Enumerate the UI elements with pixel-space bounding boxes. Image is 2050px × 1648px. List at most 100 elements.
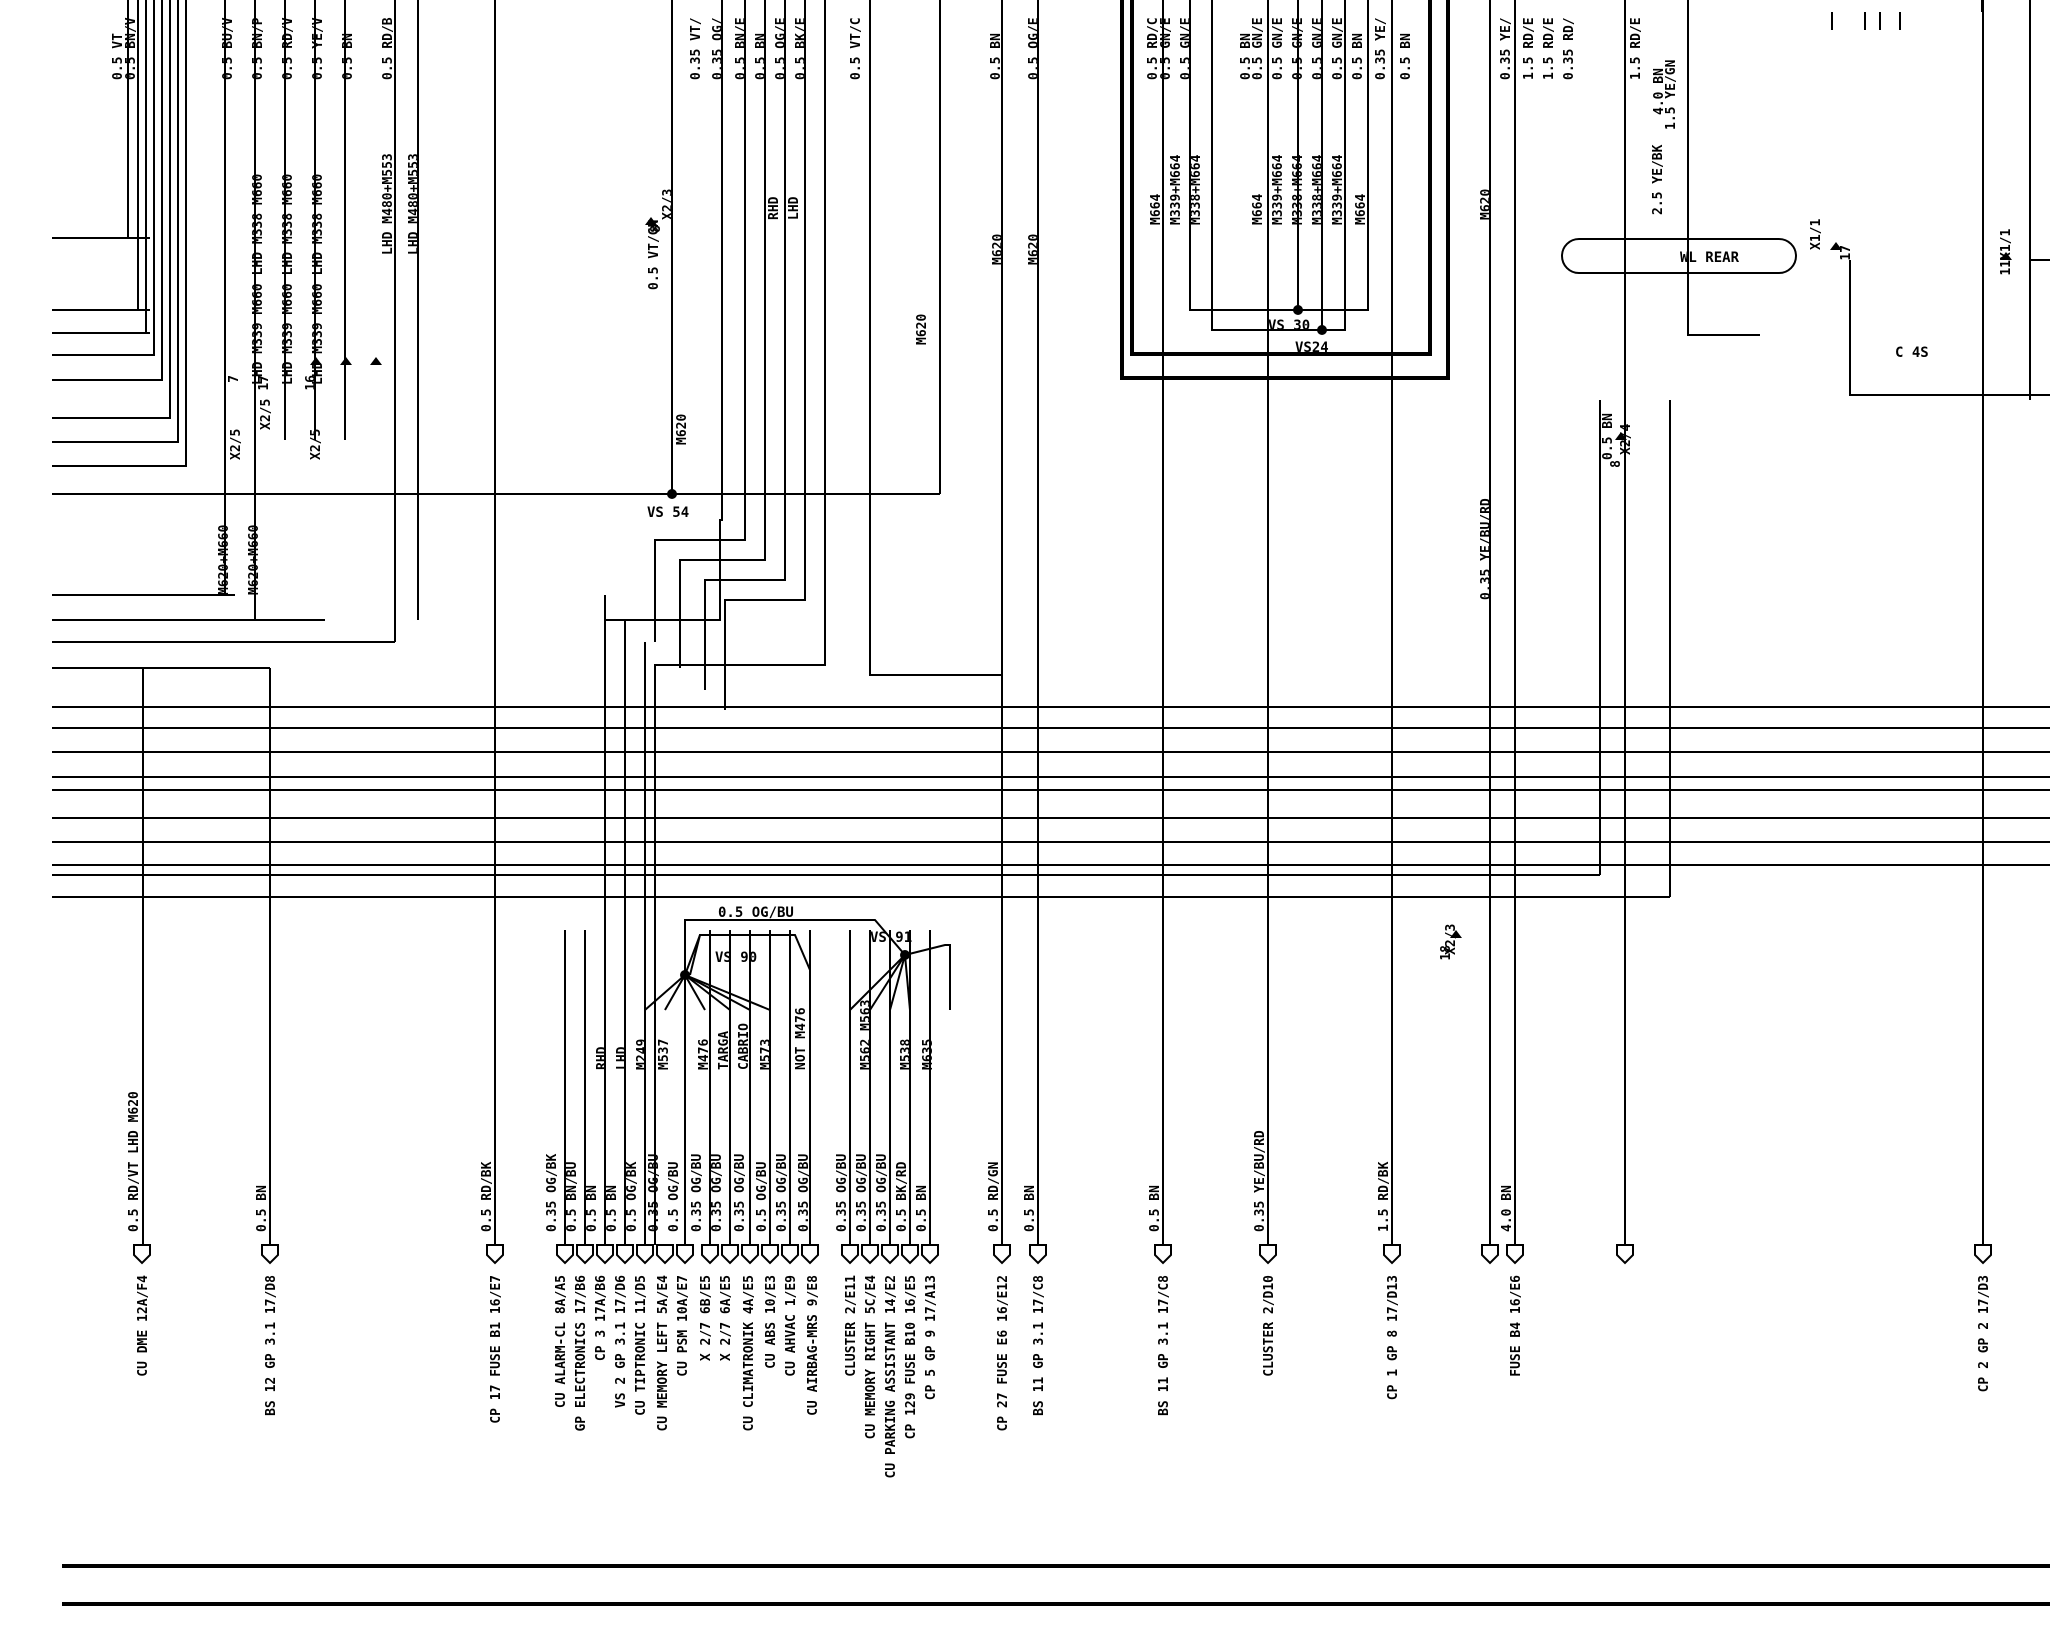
top-left-cascade <box>52 0 419 642</box>
connector-icon <box>801 1244 819 1265</box>
component-label: FUSE B4 16/E6 <box>1509 1275 1524 1377</box>
wire-label: 0.35 OG/BU <box>775 1154 790 1232</box>
wire-label: 0.5 BN <box>1023 1185 1038 1232</box>
connector-icon <box>596 1244 614 1265</box>
horizontal-bus <box>52 237 2050 898</box>
component-label: CP 1 GP 8 17/D13 <box>1386 1275 1401 1400</box>
option-label: LHD <box>615 1046 630 1070</box>
top-wire-label: 0.35 VT/ <box>689 17 704 80</box>
mid-connector-arrows <box>310 217 2012 938</box>
code-label: M620+M660 <box>247 524 262 595</box>
connector-icon <box>1259 1244 1277 1265</box>
bottom-frame <box>62 1564 2050 1606</box>
component-label: CP 3 17A/B6 <box>594 1275 609 1361</box>
wire-label: 0.5 BN <box>1148 1185 1163 1232</box>
code-label: M339+M664 <box>1331 154 1346 225</box>
top-wire-label: 0.5 GN/E <box>1271 17 1286 80</box>
option-label: M635 <box>921 1039 936 1070</box>
wire-label: 0.35 OG/BU <box>690 1154 705 1232</box>
top-wire-label: 0.5 RD/V <box>281 17 296 80</box>
connector-icon <box>741 1244 759 1265</box>
boxed-section <box>1120 0 1450 380</box>
component-label: CP 5 GP 9 17/A13 <box>924 1275 939 1400</box>
top-wire-label: 0.5 GN/E <box>1311 17 1326 80</box>
option-label: M538 <box>899 1039 914 1070</box>
wire-label: 0.5 RD/BK <box>480 1161 495 1232</box>
wire-label: 0.35 OG/BU <box>647 1154 662 1232</box>
component-label: CU MEMORY RIGHT 5C/E4 <box>864 1275 879 1440</box>
connector-icon <box>881 1244 899 1265</box>
component-label: CU PSM 10A/E7 <box>676 1275 691 1377</box>
component-label: CU ABS 10/E3 <box>764 1275 779 1369</box>
wire-label: 0.5 BK/RD <box>895 1161 910 1232</box>
wire-label: 0.5 BN <box>605 1185 620 1232</box>
wire-label: 0.5 OG/BU <box>667 1161 682 1232</box>
top-wire-label: 0.5 GN/E <box>1179 17 1194 80</box>
top-wire-label: 0.5 GN/E <box>1291 17 1306 80</box>
code-label: M620 <box>991 234 1006 265</box>
top-wire-label: 0.35 YE/ <box>1499 17 1514 80</box>
code-label: 0.5 VT/GN <box>647 219 662 290</box>
connector-icon <box>656 1244 674 1265</box>
component-label: CU PARKING ASSISTANT 14/E2 <box>884 1275 899 1479</box>
top-wire-label: 1.5 RD/E <box>1542 17 1557 80</box>
component-label: CU CLIMATRONIK 4A/E5 <box>742 1275 757 1432</box>
component-label: CU AHVAC 1/E9 <box>784 1275 799 1377</box>
top-wire-label: 0.5 BN/E <box>734 17 749 80</box>
top-wire-label: 0.5 GN/E <box>1331 17 1346 80</box>
option-label: M537 <box>657 1039 672 1070</box>
code-label: 0.5 BN <box>1601 413 1616 460</box>
code-label: M620 <box>915 314 930 345</box>
component-label: CU TIPTRONIC 11/D5 <box>634 1275 649 1416</box>
component-label: CLUSTER 2/D10 <box>1262 1275 1277 1377</box>
code-label: M620 <box>1479 189 1494 220</box>
wire-label: 0.5 RD/GN <box>987 1161 1002 1232</box>
option-label: NOT M476 <box>794 1007 809 1070</box>
connector-icon <box>761 1244 779 1265</box>
top-wire-label: 0.5 OG/E <box>1027 17 1042 80</box>
code-label: M620+M660 <box>217 524 232 595</box>
wire-label: 0.35 OG/BK <box>545 1154 560 1232</box>
top-wire-label: 1.5 RD/E <box>1522 17 1537 80</box>
bottom-connectors <box>133 1244 1992 1265</box>
option-label: M573 <box>759 1039 774 1070</box>
pin-number: 17 <box>1839 245 1854 261</box>
code-label: M664 <box>1354 194 1369 225</box>
pin-number: 17 <box>257 375 272 391</box>
connector-icon <box>1029 1244 1047 1265</box>
connector-icon <box>781 1244 799 1265</box>
code-label: M339+M664 <box>1169 154 1184 225</box>
connector-label: X1/1 <box>1809 219 1824 250</box>
connector-icon <box>901 1244 919 1265</box>
option-label: RHD <box>595 1046 610 1070</box>
splice-label: VS 54 <box>647 505 689 521</box>
splice-label: VS 30 <box>1268 318 1310 334</box>
top-wire-label: 0.5 GN/E <box>1251 17 1266 80</box>
connector-icon <box>841 1244 859 1265</box>
top-wire-label: 0.5 BN <box>341 33 356 80</box>
pin-number: 11 <box>1999 260 2014 276</box>
code-label: 0.35 YE/BU/RD <box>1479 498 1494 600</box>
component-label: CP 129 FUSE B10 16/E5 <box>904 1275 919 1439</box>
code-label: RHD <box>767 196 782 220</box>
pin-number: 8 <box>1609 460 1624 468</box>
wire-label: 0.5 BN/BU <box>565 1161 580 1232</box>
pin-number: 18 <box>1439 945 1454 961</box>
code-label: M664 <box>1251 194 1266 225</box>
connector-icon <box>1506 1244 1524 1265</box>
code-label: 2.5 YE/BK <box>1651 144 1666 215</box>
wire-label: 0.5 OG/BK <box>625 1161 640 1232</box>
connector-label: X2/5 <box>229 429 244 460</box>
wire-label: 0.5 BN <box>915 1185 930 1232</box>
wire-label: 0.35 OG/BU <box>835 1154 850 1232</box>
top-wire-label: 0.5 BK/E <box>794 17 809 80</box>
wire-label: 1.5 RD/BK <box>1377 1161 1392 1232</box>
connector-label: X1/1 <box>1999 229 2014 260</box>
component-label: X 2/7 6B/E5 <box>699 1275 714 1361</box>
top-wire-label: 0.5 BU/V <box>221 17 236 80</box>
wire-label: 0.5 RD/VT LHD M620 <box>127 1091 142 1232</box>
